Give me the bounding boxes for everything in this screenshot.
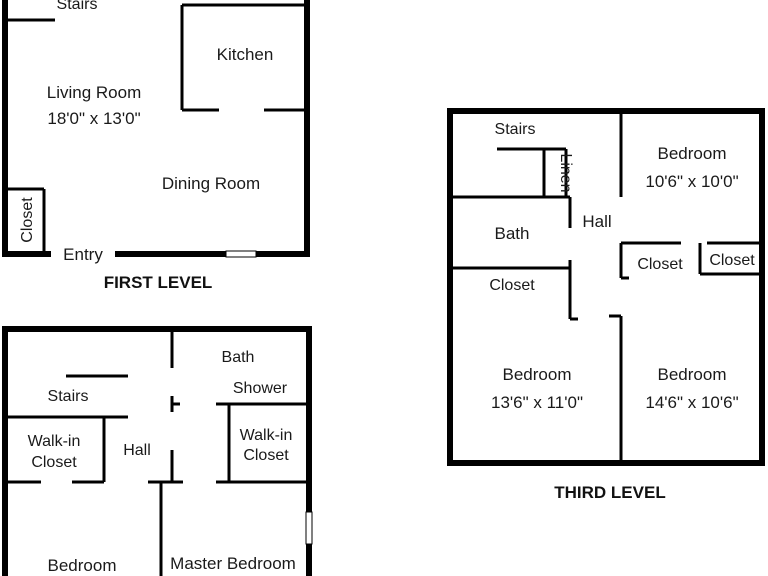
second-level-stairs-label: Stairs	[48, 388, 89, 405]
right-walkin-closet-label-line2: Closet	[243, 447, 289, 464]
left-bedroom-dimensions: 13'6" x 11'0"	[491, 393, 583, 412]
third-level-plan: Stairs Linen Bedroom 10'6" x 10'0" Hall …	[447, 108, 765, 502]
entry-label: Entry	[63, 245, 103, 264]
master-bedroom-label: Master Bedroom	[170, 554, 296, 573]
first-level-title: FIRST LEVEL	[104, 273, 213, 292]
right-walkin-closet-label-line1: Walk-in	[240, 427, 293, 444]
third-level-bath-label: Bath	[495, 224, 530, 243]
first-level-window	[225, 250, 257, 258]
third-level-title: THIRD LEVEL	[554, 483, 665, 502]
right-bedroom-dimensions: 14'6" x 10'6"	[645, 393, 738, 412]
living-room-dimensions: 18'0" x 13'0"	[47, 109, 140, 128]
second-level-bedroom-label: Bedroom	[48, 556, 117, 575]
first-level-plan: Stairs Kitchen Living Room 18'0" x 13'0"…	[2, 0, 310, 292]
right-closet-label: Closet	[709, 252, 755, 269]
left-closet-label: Closet	[489, 277, 535, 294]
left-walkin-closet-label-line1: Walk-in	[28, 433, 81, 450]
third-level-outer-walls	[447, 108, 765, 466]
shower-label: Shower	[233, 380, 288, 397]
second-level-window	[305, 511, 313, 545]
top-bedroom-dimensions: 10'6" x 10'0"	[645, 172, 738, 191]
right-bedroom-label: Bedroom	[658, 365, 727, 384]
dining-room-label: Dining Room	[162, 174, 260, 193]
bath-label: Bath	[222, 349, 255, 366]
left-bedroom-label: Bedroom	[503, 365, 572, 384]
second-level-hall-label: Hall	[123, 442, 151, 459]
second-level-plan: Bath Shower Stairs Walk-in Closet Hall W…	[2, 326, 313, 576]
center-closet-label: Closet	[637, 256, 683, 273]
third-level-stairs-label: Stairs	[495, 121, 536, 138]
kitchen-label: Kitchen	[217, 45, 274, 64]
third-level-hall-label: Hall	[582, 212, 611, 231]
linen-label: Linen	[557, 153, 574, 192]
top-bedroom-label: Bedroom	[658, 144, 727, 163]
first-level-closet-label: Closet	[19, 197, 36, 243]
first-level-stairs-label: Stairs	[57, 0, 98, 13]
left-walkin-closet-label-line2: Closet	[31, 454, 77, 471]
living-room-label: Living Room	[47, 83, 142, 102]
